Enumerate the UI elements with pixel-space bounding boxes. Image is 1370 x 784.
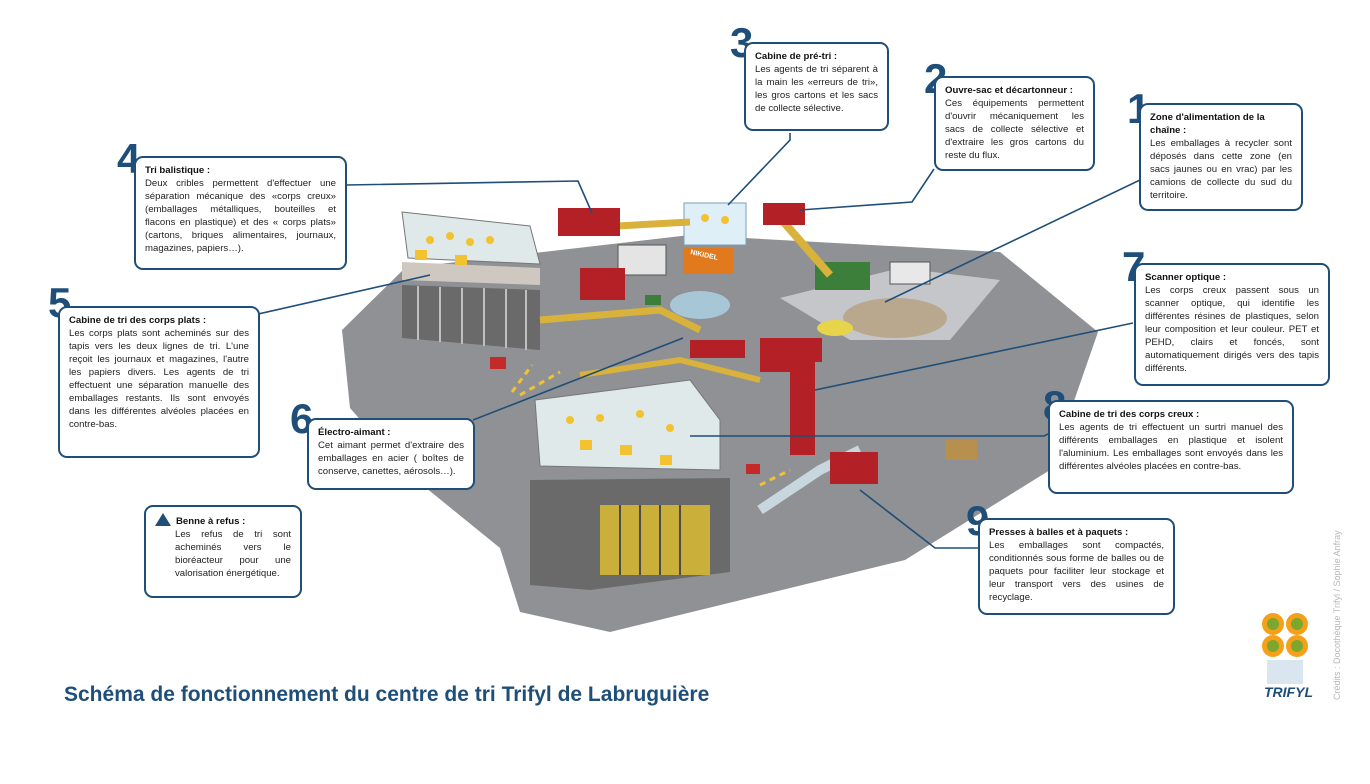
trifyl-logo bbox=[1262, 613, 1308, 684]
callout-step-3: Cabine de pré-tri : Les agents de tri sé… bbox=[744, 42, 889, 131]
optical-scanner bbox=[760, 338, 822, 455]
callout-title: Ouvre-sac et décartonneur : bbox=[945, 85, 1073, 96]
leader-line-9 bbox=[859, 489, 978, 549]
legend-title: Benne à refus : bbox=[176, 516, 246, 527]
callout-title: Cabine de pré-tri : bbox=[755, 51, 838, 62]
bag-opener bbox=[763, 203, 805, 225]
callout-text: Les emballages à recycler sont déposés d… bbox=[1150, 138, 1292, 202]
truck bbox=[889, 261, 931, 285]
callout-title: Cabine de tri des corps plats : bbox=[69, 315, 207, 326]
callout-text: Cet aimant permet d'extraire des emballa… bbox=[318, 440, 464, 478]
forklift bbox=[490, 357, 506, 369]
callout-step-4: Tri balistique : Deux cribles permettent… bbox=[134, 156, 347, 270]
waste-pile bbox=[843, 298, 947, 338]
container-orange bbox=[683, 248, 733, 274]
callout-step-8: Cabine de tri des corps creux : Les agen… bbox=[1048, 400, 1294, 494]
callout-text: Les agents de tri séparent à la main les… bbox=[755, 64, 878, 115]
leader-line-7 bbox=[814, 322, 1134, 391]
photo-credit: Crédits : Docothèque Trifyl / Sophie Anf… bbox=[1332, 530, 1342, 700]
callout-step-7: Scanner optique : Les corps creux passen… bbox=[1134, 263, 1330, 386]
callout-step-9: Presses à balles et à paquets : Les emba… bbox=[978, 518, 1175, 615]
callout-title: Tri balistique : bbox=[145, 165, 211, 176]
presort-cabin bbox=[683, 202, 747, 246]
callout-title: Cabine de tri des corps creux : bbox=[1059, 409, 1200, 420]
callout-title: Zone d'alimentation de la chaîne : bbox=[1150, 112, 1265, 137]
callout-step-1: Zone d'alimentation de la chaîne : Les e… bbox=[1139, 103, 1303, 211]
callout-step-5: Cabine de tri des corps plats : Les corp… bbox=[58, 306, 260, 458]
flat-sort-cabin bbox=[401, 211, 541, 265]
callout-text: Les emballages sont compactés, condition… bbox=[989, 540, 1164, 604]
triangle-icon bbox=[155, 513, 171, 526]
logo-wordmark: TRIFYL bbox=[1264, 684, 1313, 700]
callout-title: Électro-aimant : bbox=[318, 427, 391, 438]
page-title: Schéma de fonctionnement du centre de tr… bbox=[64, 683, 710, 706]
leader-line-4 bbox=[345, 180, 593, 214]
legend-text: Les refus de tri sont acheminés vers le … bbox=[175, 529, 291, 580]
legend-reject-bin: Benne à refus : Les refus de tri sont ac… bbox=[144, 505, 302, 598]
leader-line-2 bbox=[799, 168, 935, 211]
callout-step-2: Ouvre-sac et décartonneur : Ces équipeme… bbox=[934, 76, 1095, 171]
ballistic-separator bbox=[558, 208, 620, 236]
baling-press bbox=[830, 452, 878, 484]
callout-text: Les corps creux passent sous un scanner … bbox=[1145, 285, 1319, 375]
leader-line-3 bbox=[727, 133, 791, 206]
callout-text: Ces équipements permettent d'ouvrir méca… bbox=[945, 98, 1084, 162]
callout-title: Presses à balles et à paquets : bbox=[989, 527, 1129, 538]
electromagnet bbox=[690, 340, 745, 358]
callout-text: Deux cribles permettent d'effectuer une … bbox=[145, 178, 336, 255]
callout-title: Scanner optique : bbox=[1145, 272, 1227, 283]
callout-text: Les agents de tri effectuent un surtri m… bbox=[1059, 422, 1283, 473]
leader-line-6 bbox=[472, 337, 684, 421]
callout-text: Les corps plats sont acheminés sur des t… bbox=[69, 328, 249, 431]
callout-step-6: Électro-aimant : Cet aimant permet d'ext… bbox=[307, 418, 475, 490]
